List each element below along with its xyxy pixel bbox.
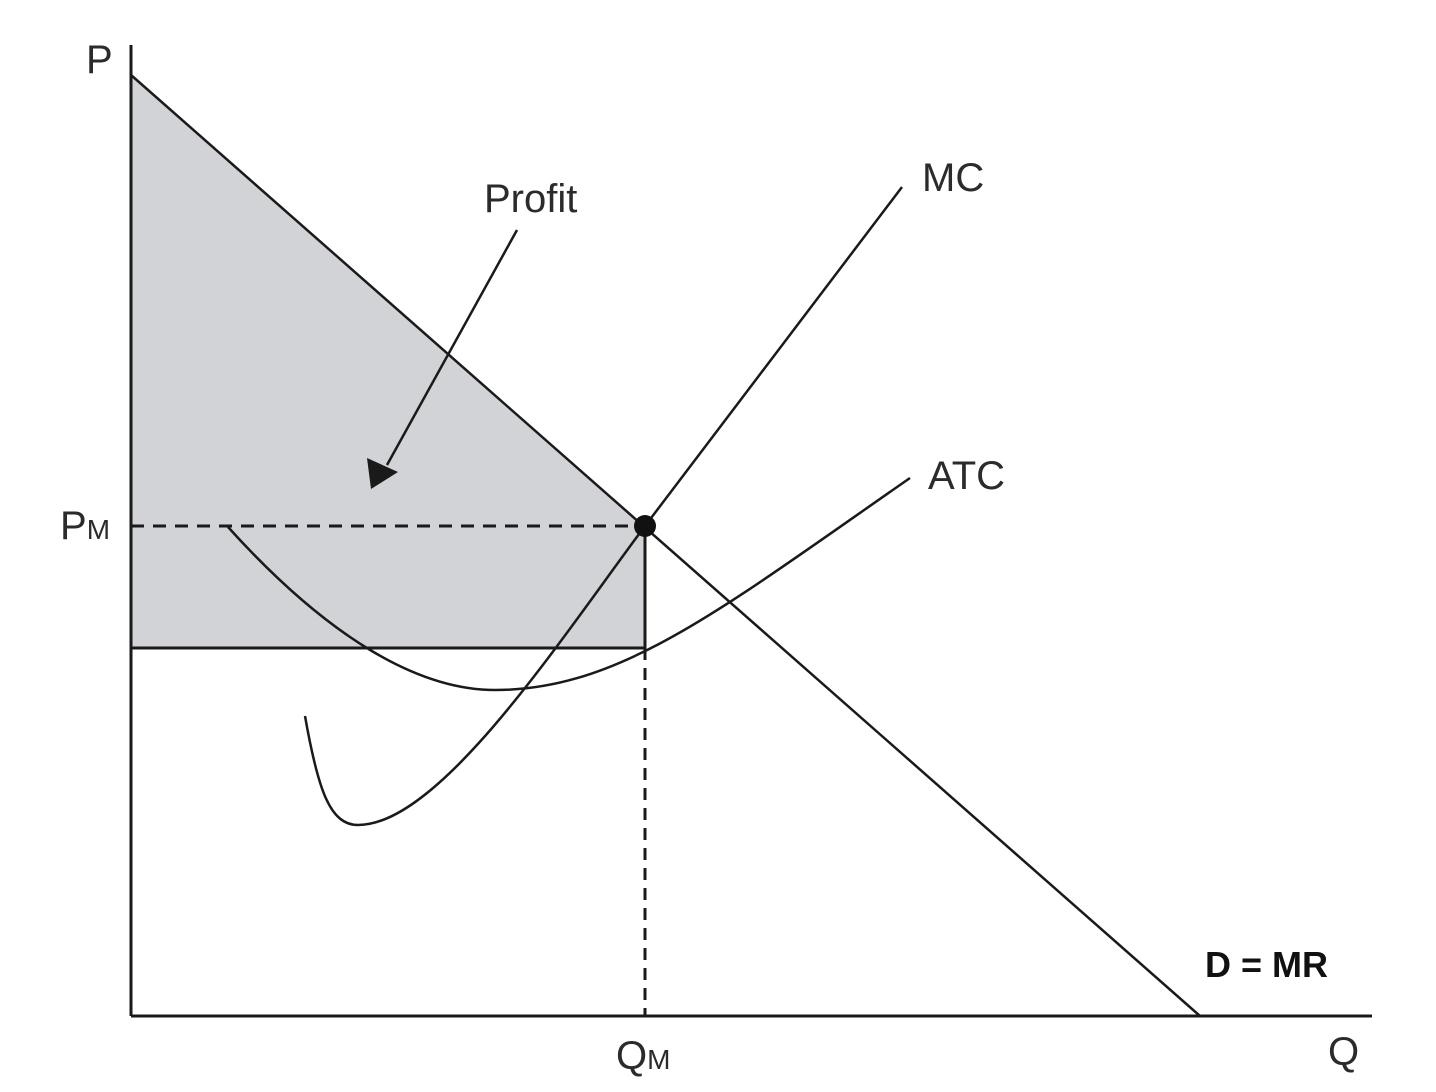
mc-curve	[303, 186, 903, 827]
y-axis-label: P	[86, 38, 113, 82]
profit-label: Profit	[484, 177, 578, 221]
price-label: PM	[60, 506, 110, 546]
mc-label: MC	[922, 156, 985, 200]
demand-line	[130, 74, 1201, 1017]
profit-area	[131, 75, 645, 648]
atc-curve	[227, 476, 911, 692]
quantity-label-main: Q	[616, 1034, 648, 1078]
price-label-main: P	[60, 504, 87, 548]
quantity-label-sub: M	[647, 1044, 671, 1075]
demand-label: D = MR	[1205, 944, 1329, 985]
equilibrium-point	[634, 515, 656, 537]
atc-label: ATC	[928, 454, 1006, 498]
price-label-sub: M	[86, 514, 111, 545]
profit-arrow-shaft	[385, 229, 519, 466]
quantity-label: QM	[616, 1036, 670, 1076]
profit-arrow-head	[367, 458, 398, 489]
x-axis-label: Q	[1328, 1030, 1360, 1074]
